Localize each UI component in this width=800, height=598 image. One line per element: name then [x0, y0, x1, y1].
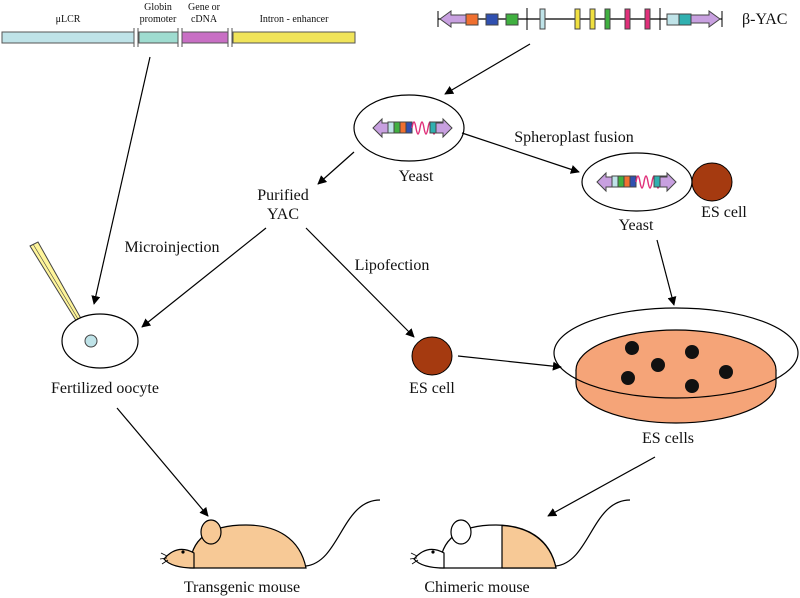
- beta-yac-label: β-YAC: [742, 11, 787, 28]
- arrow-dish-to-chimeric: [547, 456, 656, 517]
- segment-breaks: [133, 28, 233, 47]
- gene-label-line1: Gene or: [188, 2, 221, 13]
- es-cell-label: ES cell: [409, 380, 455, 397]
- purified-yac-label-line2: YAC: [267, 206, 299, 223]
- arrow-purified-to-oocyte: [141, 227, 267, 328]
- fertilized-oocyte-label: Fertilized oocyte: [51, 380, 159, 397]
- lcr-label: μLCR: [56, 14, 81, 25]
- yac-right-arm: [689, 10, 721, 28]
- intron-segment: [232, 31, 356, 44]
- spheroplast-fusion-label: Spheroplast fusion: [514, 129, 634, 146]
- arrow-fusion-to-dish: [656, 239, 677, 306]
- gene-label-line2: cDNA: [191, 14, 218, 25]
- chimeric-mouse: Chimeric mouse: [409, 499, 631, 596]
- chimeric-mouse-label: Chimeric mouse: [424, 579, 529, 596]
- fused-es-cell: ES cell: [691, 162, 747, 221]
- promoter-label-line1: Globin: [144, 2, 172, 13]
- es-cell: ES cell: [409, 336, 455, 397]
- yeast-cell: Yeast: [353, 94, 465, 185]
- purified-yac-label-line1: Purified: [257, 187, 309, 204]
- intron-label: Intron - enhancer: [260, 14, 330, 25]
- construct-bar: μLCR Globin promoter Gene or cDNA Intron…: [1, 2, 356, 47]
- es-cells-dish: ES cells: [553, 307, 799, 447]
- fertilized-oocyte: Fertilized oocyte: [29, 241, 159, 397]
- arrow-yeast-to-purified: [317, 151, 355, 185]
- transgenic-mouse: Transgenic mouse: [159, 499, 381, 596]
- beta-yac-map: β-YAC: [437, 8, 787, 30]
- es-cells-label: ES cells: [642, 430, 694, 447]
- lcr-segment: [1, 31, 135, 44]
- flow-arrows: [91, 43, 677, 517]
- promoter-segment: [138, 31, 179, 44]
- es-cell-fused-label: ES cell: [701, 204, 747, 221]
- arrow-oocyte-to-transgenic: [116, 407, 209, 517]
- yeast-fused-label: Yeast: [619, 217, 654, 234]
- promoter-label-line2: promoter: [140, 14, 177, 25]
- gene-segment: [181, 31, 229, 44]
- transgenic-mouse-label: Transgenic mouse: [184, 579, 300, 596]
- arrow-purified-to-es-cell: [305, 227, 415, 338]
- fused-yeast: Yeast: [581, 152, 693, 234]
- arrow-yeast-to-fusion: [461, 132, 580, 174]
- arrow-es-cell-to-dish: [457, 355, 562, 371]
- microinjection-label: Microinjection: [124, 239, 219, 256]
- yeast-label: Yeast: [399, 168, 434, 185]
- arrow-construct-to-oocyte: [91, 56, 151, 305]
- lipofection-label: Lipofection: [355, 257, 430, 274]
- arrow-yac-to-yeast: [444, 43, 531, 95]
